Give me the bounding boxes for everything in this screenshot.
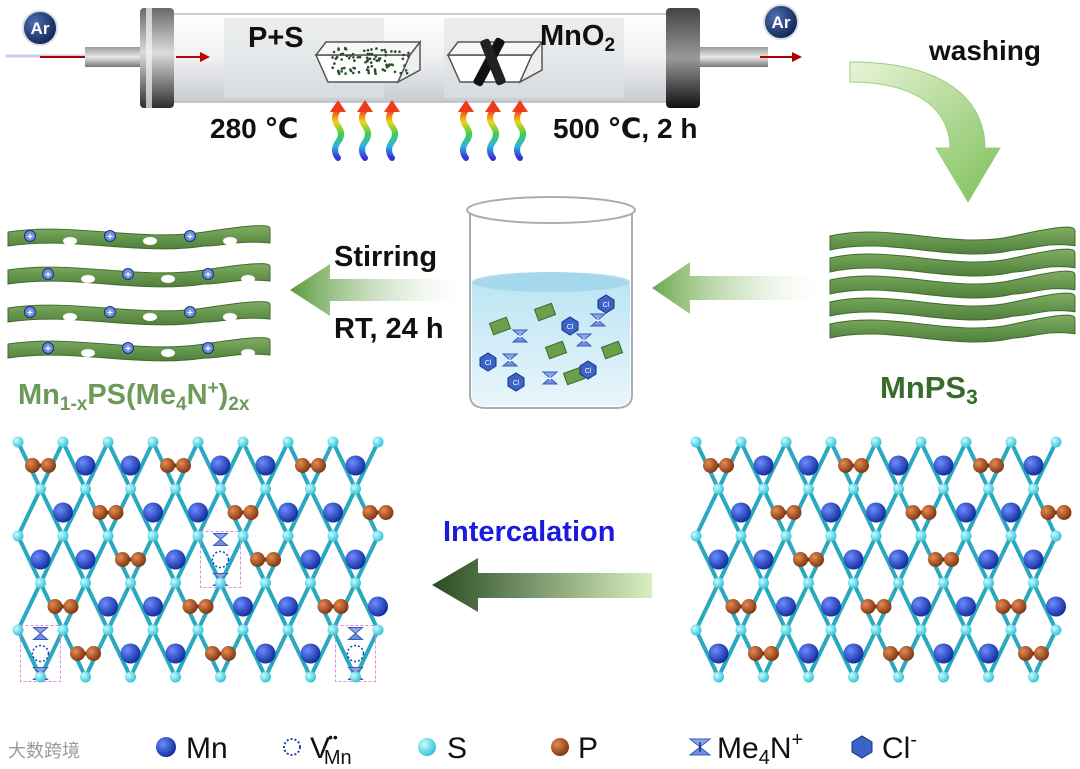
p-legend-icon (551, 738, 569, 756)
svg-text:+: + (107, 308, 113, 319)
svg-text:+: + (45, 344, 51, 355)
svg-text:+: + (107, 232, 113, 243)
mnps3-label: MnPS3 (880, 370, 978, 409)
washing-arrow (849, 61, 1001, 203)
tube-furnace: Ar Ar P+S MnO2 280 ℃ 500 ℃, 2 h (5, 4, 802, 161)
svg-text:+: + (582, 336, 587, 345)
outlet-arrow-icon (792, 52, 802, 62)
precursor-label: P+S (248, 22, 304, 54)
mnps3-layer-stack (829, 226, 1076, 343)
legend-me4n: Me4N+ (717, 729, 803, 769)
product-label: Mn1-xPS(Me4N+)2x (18, 378, 250, 415)
svg-text:+: + (205, 344, 211, 355)
oxide-label: MnO2 (540, 20, 615, 56)
svg-text:+: + (596, 316, 601, 325)
oxide-boat (446, 37, 544, 87)
cl-legend-icon (851, 735, 873, 759)
temp-right-label: 500 ℃, 2 h (553, 113, 697, 144)
svg-text:Cl: Cl (585, 368, 592, 375)
me4n-legend-icon (688, 738, 712, 756)
svg-text:+: + (508, 356, 513, 365)
legend-p: P (578, 732, 598, 765)
arrow-intercalation (432, 558, 652, 612)
legend-mn: Mn (186, 732, 228, 765)
svg-text:+: + (187, 308, 193, 319)
legend-cl: Cl- (882, 729, 917, 765)
legend-vacancy: V••Mn (310, 729, 352, 769)
svg-text:+: + (27, 308, 33, 319)
svg-text:+: + (548, 374, 553, 383)
watermark: 大数跨境 (8, 741, 80, 761)
svg-text:+: + (27, 232, 33, 243)
svg-text:Cl: Cl (485, 360, 492, 367)
stirring-label: Stirring (334, 241, 437, 273)
svg-text:Cl: Cl (603, 302, 610, 309)
precursor-boat (314, 39, 422, 84)
legend-s: S (447, 732, 467, 765)
arrow-stirring (290, 264, 462, 316)
temp-left-label: 280 ℃ (210, 113, 298, 144)
svg-text:Ar: Ar (772, 13, 791, 32)
s-legend-icon (418, 738, 436, 756)
washing-label: washing (928, 35, 1041, 66)
vacancy-legend-icon (283, 738, 301, 756)
arrow-to-beaker (652, 262, 820, 314)
svg-text:+: + (125, 344, 131, 355)
svg-text:Ar: Ar (31, 19, 50, 38)
argon-inlet-badge: Ar (22, 10, 58, 46)
argon-outlet-badge: Ar (763, 4, 799, 40)
svg-text:+: + (187, 232, 193, 243)
pristine-lattice (690, 436, 1072, 683)
svg-text:+: + (125, 270, 131, 281)
intercalated-layer-stack: + + + + + + + + + + + + (7, 225, 271, 362)
svg-text:Cl: Cl (513, 380, 520, 387)
svg-text:+: + (518, 332, 523, 341)
intercalation-label: Intercalation (443, 516, 615, 548)
svg-text:Cl: Cl (567, 324, 574, 331)
legend: 大数跨境 Mn V••Mn S P Me4N+ Cl- (8, 729, 917, 769)
heat-waves (330, 100, 528, 161)
svg-text:+: + (205, 270, 211, 281)
svg-text:+: + (45, 270, 51, 281)
intercalated-lattice (12, 436, 394, 683)
mn-legend-icon (156, 737, 176, 757)
flow-arrow-icon (200, 52, 210, 62)
conditions-label: RT, 24 h (334, 313, 444, 345)
